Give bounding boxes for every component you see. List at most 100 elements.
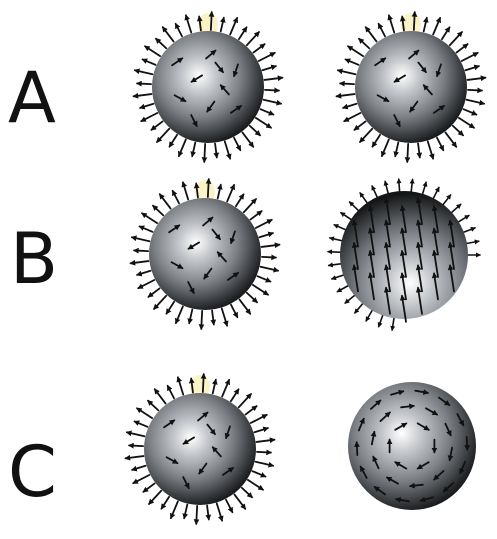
spin-arrow (337, 285, 349, 292)
spin-arrow (261, 109, 274, 114)
spin-arrow (213, 380, 216, 394)
spin-arrow (236, 194, 244, 206)
spin-arrow (226, 500, 232, 512)
spin-arrow (178, 377, 183, 394)
spin-arrow (157, 129, 169, 142)
spin-arrow (442, 195, 451, 206)
spin-arrow (148, 401, 158, 411)
spin-arrow (217, 503, 222, 520)
spin-arrow (256, 220, 272, 228)
spin-arrow (338, 70, 356, 74)
sphere (355, 31, 467, 143)
spin-arrow (250, 126, 260, 136)
spin-arrow (176, 307, 183, 324)
spin-arrow (259, 233, 272, 237)
spin-arrow (135, 421, 148, 426)
spin-arrow (145, 46, 160, 56)
spin-arrow (414, 12, 415, 30)
spin-arrow (253, 471, 266, 476)
spin-arrow (453, 126, 463, 136)
spin-arrow (142, 213, 157, 223)
spin-arrow (262, 66, 275, 70)
spin-arrow (215, 144, 217, 158)
spin-arrow (258, 276, 271, 281)
spin-arrow (143, 59, 156, 64)
spin-arrow (171, 502, 178, 519)
spin-arrow (239, 394, 251, 407)
spin-arrow (222, 380, 229, 397)
spin-arrow (350, 202, 360, 212)
spin-arrow (137, 83, 151, 84)
spin-arrow (207, 506, 209, 520)
row-label-c: C (8, 431, 57, 513)
spin-arrow (354, 121, 365, 129)
sphere (144, 393, 256, 505)
spin-arrow (432, 188, 438, 200)
spin-arrow (256, 118, 271, 128)
spin-arrow (186, 15, 191, 32)
spin-arrow (262, 257, 276, 258)
spin-arrow (437, 138, 443, 150)
spin-arrow (156, 39, 166, 49)
sphere-c-right (348, 382, 476, 510)
spin-arrow (230, 18, 237, 35)
spin-arrow (468, 90, 482, 91)
spin-arrow (134, 94, 152, 96)
spin-arrow (183, 182, 188, 199)
spin-arrow (140, 104, 153, 108)
spin-arrow (161, 497, 169, 509)
spin-arrow (264, 100, 282, 104)
spin-arrow (261, 267, 279, 271)
sphere (340, 191, 468, 319)
spin-arrow (345, 294, 356, 303)
spin-arrow (176, 24, 182, 36)
spin-arrow (330, 238, 344, 241)
spin-arrow (239, 27, 247, 39)
spin-arrow (464, 109, 477, 114)
spin-arrow (242, 132, 253, 146)
spin-arrow (248, 480, 263, 490)
spin-arrow (348, 46, 363, 56)
spin-arrow (184, 505, 187, 519)
sphere (152, 31, 264, 143)
spin-arrow (132, 237, 150, 241)
spin-arrow (166, 302, 174, 314)
spin-arrow (465, 241, 479, 244)
spin-arrow (153, 206, 163, 216)
row-label-a: A (8, 57, 56, 139)
spin-arrow (259, 53, 275, 61)
spin-arrow (428, 141, 433, 158)
spin-arrow (459, 118, 474, 128)
spin-arrow (192, 143, 195, 157)
spin-arrow (234, 494, 245, 508)
spin-arrow (360, 129, 372, 142)
spin-arrow (203, 374, 204, 392)
spin-arrow (418, 144, 420, 158)
spin-arrow (341, 213, 353, 221)
spin-arrow (385, 181, 388, 195)
spin-arrow (337, 94, 355, 96)
spin-arrow (133, 475, 149, 483)
spin-arrow (359, 39, 369, 49)
spin-arrow (247, 32, 259, 45)
spin-arrow (256, 462, 274, 466)
spin-arrow (346, 59, 359, 64)
spin-arrow (211, 12, 212, 30)
sphere-b-right (328, 179, 480, 330)
sphere-a-left (134, 12, 283, 162)
spin-arrow (141, 113, 157, 121)
spin-arrow (467, 100, 485, 104)
spin-arrow (379, 24, 385, 36)
spin-arrow (450, 204, 460, 213)
spin-arrow (329, 264, 343, 266)
spin-arrow (366, 309, 373, 321)
spin-arrow (137, 408, 152, 418)
spin-arrow (242, 488, 252, 498)
spin-arrow (201, 311, 202, 329)
spin-arrow (221, 18, 224, 32)
spin-arrow (265, 78, 283, 80)
spin-arrow (163, 27, 174, 41)
spin-arrow (189, 310, 192, 324)
spin-arrow (340, 83, 354, 84)
spin-arrow (154, 296, 166, 309)
